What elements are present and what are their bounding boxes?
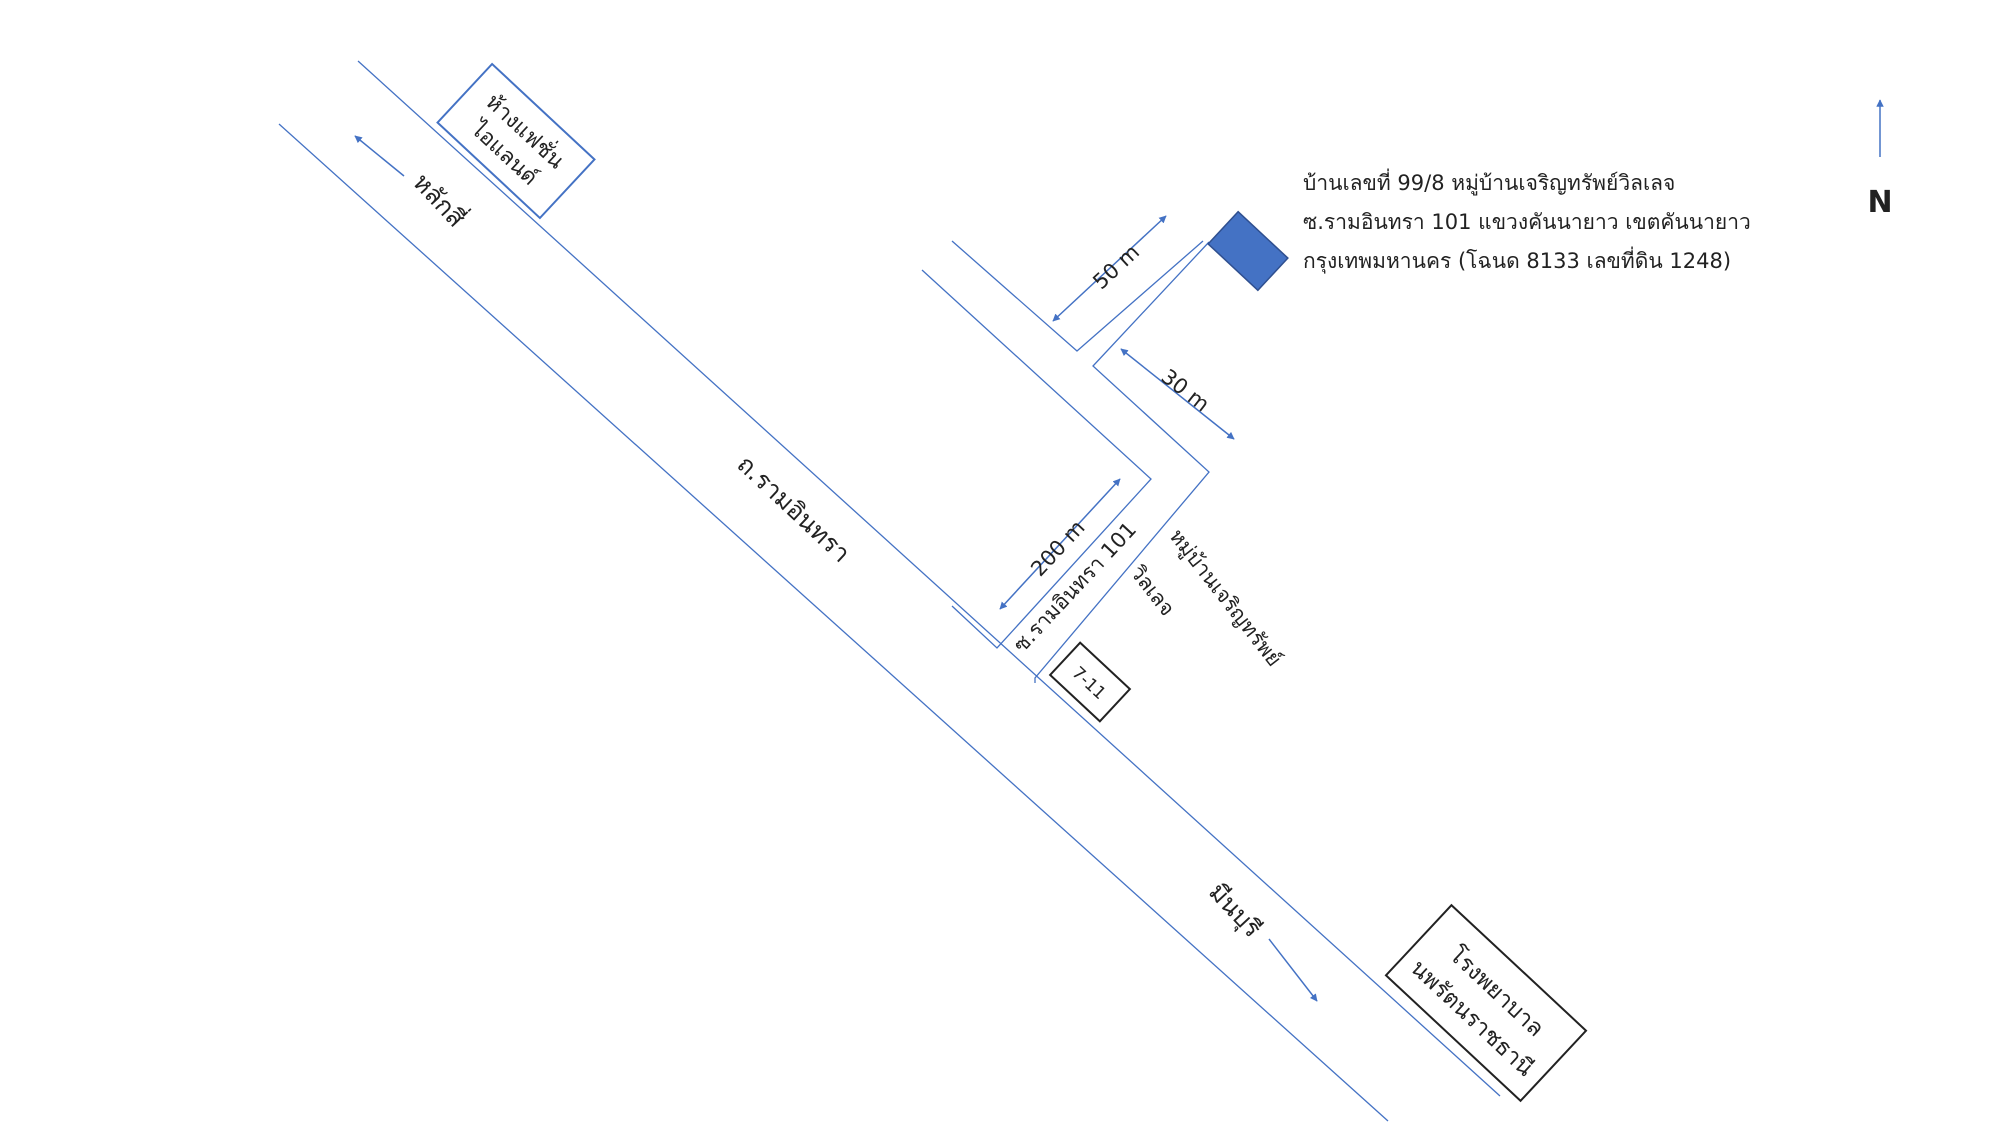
west-direction-label: หลักสี่ xyxy=(407,166,473,233)
store-landmark: 7-11 xyxy=(1048,641,1132,723)
soi-road-edge-right xyxy=(1034,241,1210,683)
address-line-1: บ้านเลขที่ 99/8 หมู่บ้านเจริญทรัพย์วิลเล… xyxy=(1303,171,1676,195)
main-road-label: ถ.รามอินทรา xyxy=(732,449,856,568)
distance-arrow-soi xyxy=(999,478,1121,610)
distance-label-50m: 50 m xyxy=(1088,240,1144,294)
east-direction-label: มีนบุรี xyxy=(1202,877,1267,943)
address-block: บ้านเลขที่ 99/8 หมู่บ้านเจริญทรัพย์วิลเล… xyxy=(1303,164,1751,281)
distance-label-30m: 30 m xyxy=(1157,364,1214,416)
main-road-edge-north xyxy=(357,60,1501,1097)
target-plot-marker xyxy=(1207,210,1289,292)
village-label-line2: วิลเลจ xyxy=(1125,561,1179,621)
north-label: N xyxy=(1867,185,1892,220)
spur-road xyxy=(951,240,1204,352)
mall-landmark: ห้างแฟชั่น ไอแลนด์ xyxy=(436,62,596,220)
soi-road-edge-left xyxy=(921,269,1152,649)
distance-arrow-50m xyxy=(1052,215,1167,322)
village-label-line1: หมู่บ้านเจริญทรัพย์ xyxy=(1164,524,1287,671)
address-line-3: กรุงเทพมหานคร (โฉนด 8133 เลขที่ดิน 1248) xyxy=(1303,249,1732,273)
address-line-2: ซ.รามอินทรา 101 แขวงคันนายาว เขตคันนายาว xyxy=(1303,210,1751,234)
main-road-edge-south xyxy=(278,123,1389,1122)
east-arrow xyxy=(1268,938,1318,1002)
west-arrow xyxy=(354,135,405,177)
hospital-landmark: โรงพยาบาล นพรัตนราชธานี xyxy=(1384,903,1588,1103)
distance-arrow-30m xyxy=(1120,348,1235,440)
